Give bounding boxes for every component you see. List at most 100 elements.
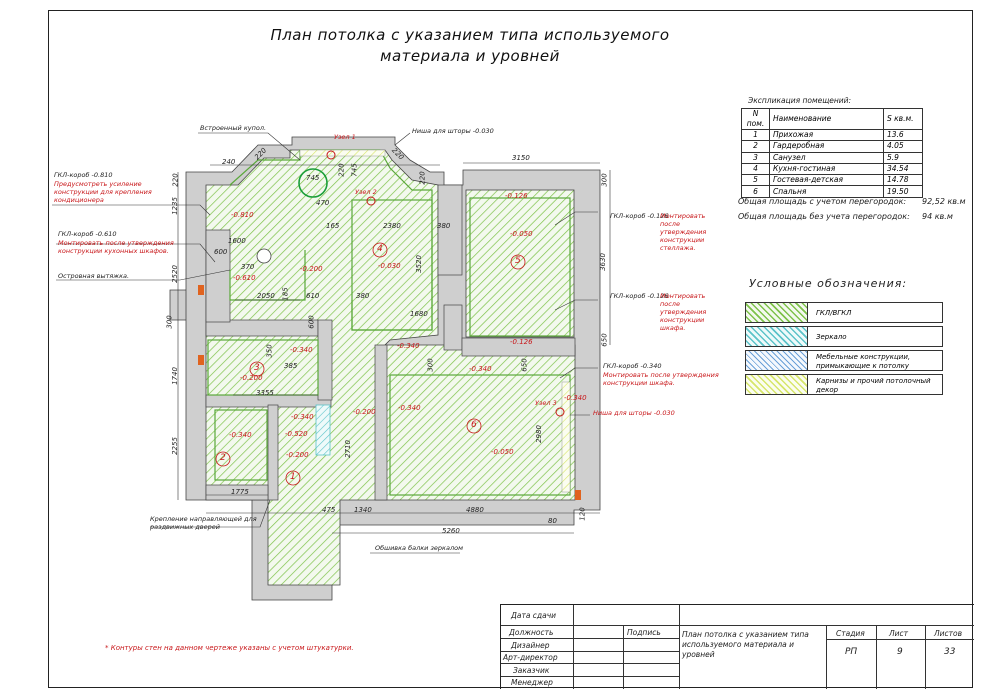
total-without-value: 94 кв.м xyxy=(922,212,953,221)
dim: 80 xyxy=(548,517,557,525)
box-0610-note: Монтировать после утверждения конструкци… xyxy=(58,239,174,255)
dim: 1340 xyxy=(354,506,372,514)
node-1-label: Узел 1 xyxy=(334,133,356,141)
dim: 1740 xyxy=(170,367,179,385)
stamp-sheets: 33 xyxy=(944,647,956,657)
cell-s: 4.05 xyxy=(883,140,923,153)
interior-walls xyxy=(205,184,576,501)
dim: 300 xyxy=(426,358,435,372)
room-5-number: 5 xyxy=(515,256,521,266)
stamp-sheet: 9 xyxy=(897,647,903,657)
dim: 2255 xyxy=(170,437,179,455)
room-2-number: 2 xyxy=(220,453,226,463)
dim: 220 xyxy=(337,163,346,177)
dim: 380 xyxy=(356,292,370,300)
dim: 2380 xyxy=(383,222,401,230)
dim: 600 xyxy=(214,248,228,256)
stamp-sign-label: Подпись xyxy=(627,628,661,637)
dim: 2050 xyxy=(257,292,275,300)
dim: 3355 xyxy=(256,389,274,397)
dim: 2520 xyxy=(170,265,179,283)
box-0340-label: ГКЛ-короб -0.340 xyxy=(603,362,662,370)
legend-title: Условные обозначения: xyxy=(749,277,908,290)
legend-label: Мебельные конструкции, примыкающие к пот… xyxy=(816,353,911,370)
dim: 4880 xyxy=(466,506,484,514)
dim: 165 xyxy=(326,222,340,230)
dim: 2980 xyxy=(534,425,543,443)
level-mark: -0.126 xyxy=(510,338,533,346)
legend-label: ГКЛ/ВГКЛ xyxy=(816,309,852,317)
dim: 475 xyxy=(322,506,336,514)
box-0126b-note: Монтировать после утверждения конструкци… xyxy=(660,292,707,332)
legend-label: Зеркало xyxy=(816,333,847,341)
stamp-sheet-header: Лист xyxy=(889,629,909,638)
hood-note: Островная вытяжка. xyxy=(58,272,130,280)
cell-s: 13.6 xyxy=(883,128,923,142)
sheet-frame xyxy=(48,10,973,688)
cell-n: 5 xyxy=(741,174,770,187)
legend-item-cornice: Карнизы и прочий потолочный декор xyxy=(745,374,943,395)
header-name: Наименование xyxy=(769,108,884,130)
table-header: N пом. Наименование S кв.м. xyxy=(741,108,923,130)
room-2-level: -0.340 xyxy=(229,431,252,439)
level-mark: -0.810 xyxy=(231,211,254,219)
dim: 220 xyxy=(171,173,180,187)
stamp-date-label: Дата сдачи xyxy=(511,611,557,620)
total-without-label: Общая площадь без учета перегородок: xyxy=(738,212,910,221)
dim: 1680 xyxy=(410,310,428,318)
cell-s: 5.9 xyxy=(883,151,923,164)
legend-swatch xyxy=(746,303,808,322)
dim: 2710 xyxy=(343,440,352,458)
ac-marker xyxy=(198,285,204,295)
dim: 3520 xyxy=(414,255,423,273)
dim: 745 xyxy=(350,163,359,177)
dim: 350 xyxy=(265,344,274,358)
curtain-niche-right xyxy=(561,381,571,493)
room-4-level: -0.030 xyxy=(378,262,401,270)
cell-name: Санузел xyxy=(769,151,884,164)
page-title: План потолка с указанием типа используем… xyxy=(240,25,700,67)
cell-name: Спальня xyxy=(769,185,884,198)
dim: 1775 xyxy=(231,488,249,496)
cell-n: 4 xyxy=(741,162,770,176)
level-mark: -0.340 xyxy=(469,365,492,373)
stamp-role: Заказчик xyxy=(513,666,550,675)
cell-n: 3 xyxy=(741,151,770,164)
room-6-number: 6 xyxy=(471,420,477,430)
level-mark: -0.520 xyxy=(285,430,308,438)
cell-n: 6 xyxy=(741,185,770,198)
dim: 650 xyxy=(520,358,529,372)
dim: 385 xyxy=(284,362,298,370)
curtain-niche-top xyxy=(299,149,386,157)
cell-name: Прихожая xyxy=(769,128,884,142)
title-line-1: План потолка с указанием типа используем… xyxy=(270,26,670,44)
box-0610-label: ГКЛ-короб -0.610 xyxy=(58,230,117,238)
box-0126a-label: ГКЛ-короб -0.126 xyxy=(610,212,669,220)
room-1-number: 1 xyxy=(290,472,296,482)
dim: 610 xyxy=(306,292,320,300)
stamp-doc-title: План потолка с указанием типа используем… xyxy=(682,630,809,659)
node-2-marker xyxy=(366,196,376,206)
dim: 220 xyxy=(418,171,427,185)
legend-swatch xyxy=(746,375,808,394)
cell-name: Кухня-гостиная xyxy=(769,162,884,176)
legend-label: Карнизы и прочий потолочный декор xyxy=(816,377,931,394)
box-0810-note: Предусмотреть усиление конструкции для к… xyxy=(54,180,152,204)
dim: 300 xyxy=(165,315,174,329)
stamp-role: Арт-директор xyxy=(503,653,558,662)
dim: 1235 xyxy=(170,197,179,215)
level-mark: -0.340 xyxy=(564,394,587,402)
stamp-sheets-header: Листов xyxy=(934,629,963,638)
cell-name: Гостевая-детская xyxy=(769,174,884,187)
legend-swatch xyxy=(746,327,808,346)
dim: 745 xyxy=(306,174,320,182)
level-mark: -0.200 xyxy=(353,408,376,416)
dimension-lines xyxy=(177,162,611,534)
ceiling-hatch xyxy=(205,149,576,586)
stamp-stage-header: Стадия xyxy=(836,629,865,638)
